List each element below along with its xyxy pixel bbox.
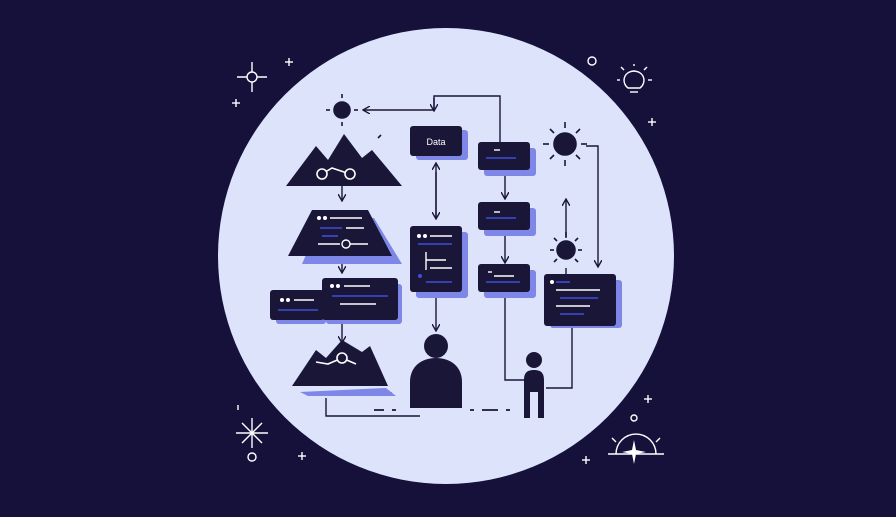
plus-icon — [285, 58, 293, 66]
sparkle-icon — [237, 62, 267, 92]
starburst-icon — [236, 405, 268, 461]
code-card-right-2 — [478, 202, 536, 236]
code-card-far-right — [544, 274, 622, 328]
code-card-right-3 — [478, 264, 536, 298]
plus-icon — [232, 99, 240, 107]
plus-icon — [648, 118, 656, 126]
lightbulb-icon — [617, 64, 652, 92]
code-card-right-1 — [478, 142, 536, 176]
small-circle-icon — [588, 57, 596, 65]
small-circle-icon — [631, 415, 637, 421]
data-node: Data — [410, 126, 468, 160]
code-card-center-tall — [410, 226, 468, 298]
plus-icon — [298, 452, 306, 460]
plus-icon — [644, 395, 652, 403]
sunrise-icon — [608, 434, 664, 464]
plus-icon — [582, 456, 590, 464]
data-label: Data — [426, 137, 445, 147]
